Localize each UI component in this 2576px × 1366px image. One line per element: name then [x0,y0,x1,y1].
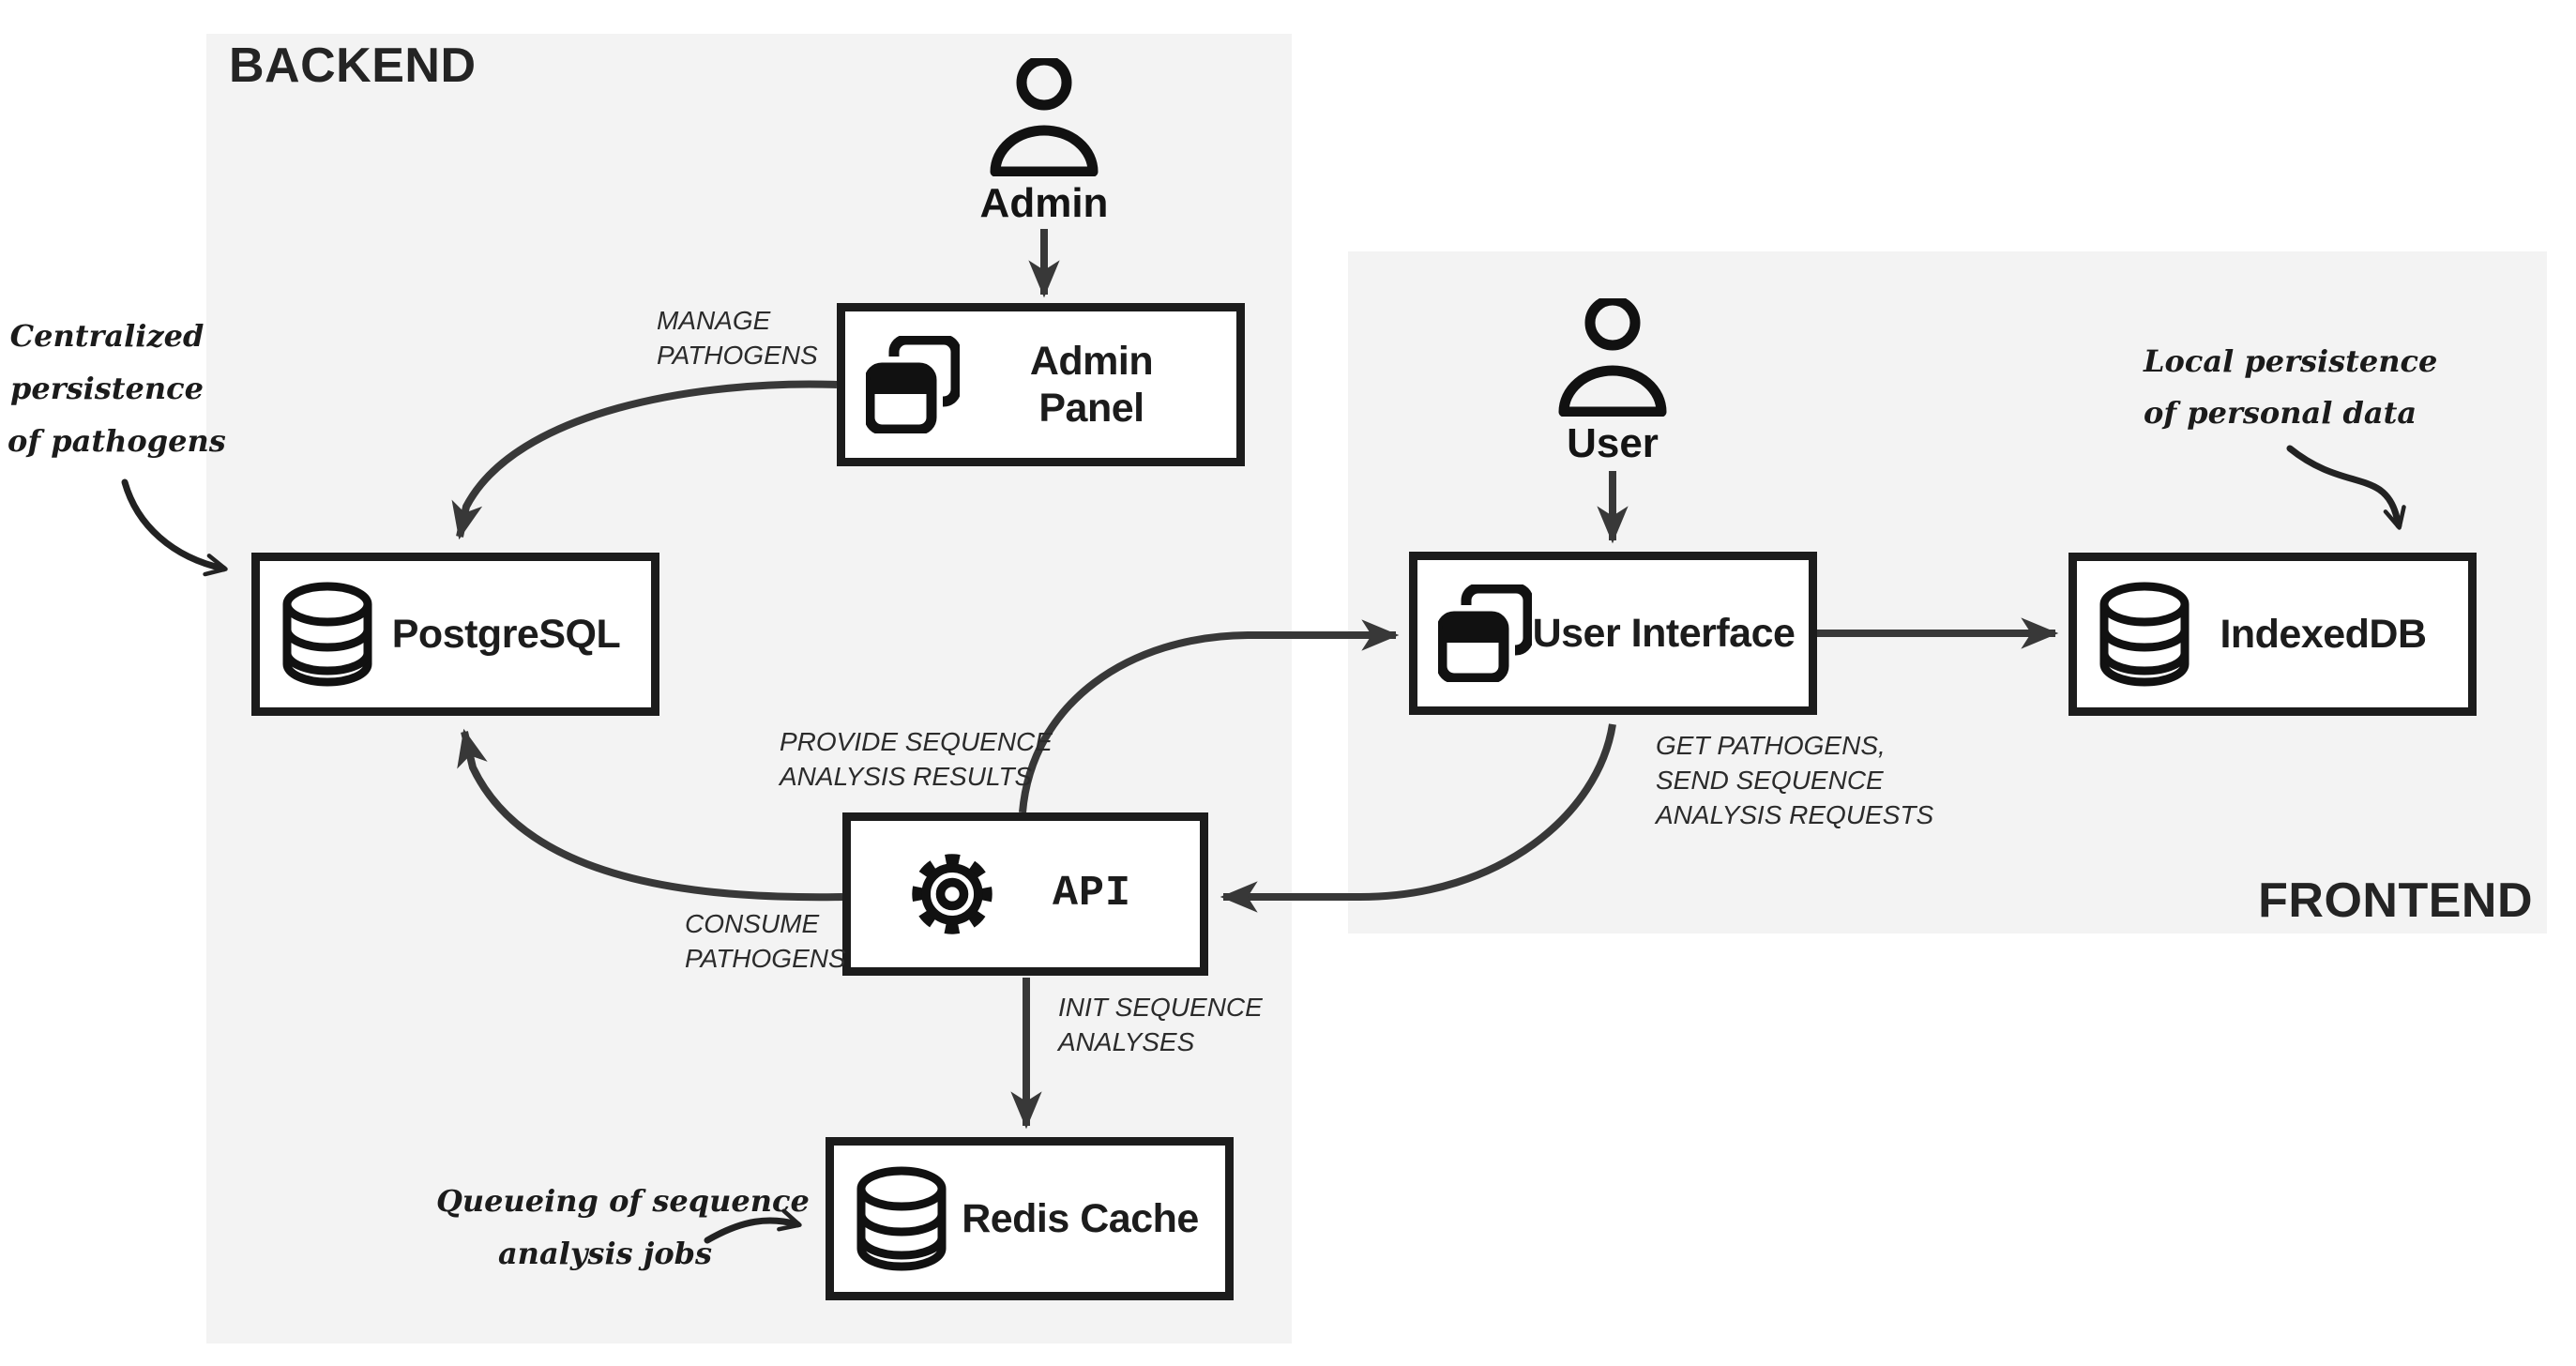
note-local-persistence: Local persistence of personal data [2144,343,2438,431]
edge-label-init-analyses: INIT SEQUENCE ANALYSES [1058,993,1263,1056]
node-api: API [842,812,1208,976]
edge-label-provide-results: PROVIDE SEQUENCE ANALYSIS RESULTS [780,727,1053,791]
windows-icon [866,336,960,433]
node-user-interface-label: User Interface [1532,611,1796,656]
node-indexeddb-label: IndexedDB [2220,612,2427,657]
node-postgresql-label: PostgreSQL [391,612,621,657]
node-admin-panel: Admin Panel [837,303,1245,466]
database-icon [282,582,372,687]
node-api-label: API [1052,870,1131,918]
node-admin-panel-label: Admin Panel [1029,339,1154,431]
windows-icon [1438,584,1532,682]
person-icon [1558,298,1667,417]
node-postgresql: PostgreSQL [251,553,659,716]
actor-admin-label: Admin [979,180,1109,226]
actor-user-label: User [1567,420,1659,466]
note-centralized-persistence: Centralized persistence of pathogens [8,318,226,459]
node-redis-label: Redis Cache [962,1196,1199,1241]
database-icon [2099,582,2190,687]
edge-label-get-send: GET PATHOGENS, SEND SEQUENCE ANALYSIS RE… [1656,731,1934,829]
note-queueing-jobs: Queueing of sequence analysis jobs [436,1183,810,1271]
frontend-label: FRONTEND [2258,873,2533,928]
edge-label-consume-pathogens: CONSUME PATHOGENS [685,909,846,973]
person-icon [990,58,1099,176]
backend-label: BACKEND [229,38,477,93]
database-icon [856,1166,947,1271]
node-user-interface: User Interface [1409,552,1817,715]
node-indexeddb: IndexedDB [2068,553,2477,716]
node-redis: Redis Cache [826,1137,1234,1300]
edge-label-manage-pathogens: MANAGE PATHOGENS [657,306,818,370]
gear-icon [912,854,993,934]
